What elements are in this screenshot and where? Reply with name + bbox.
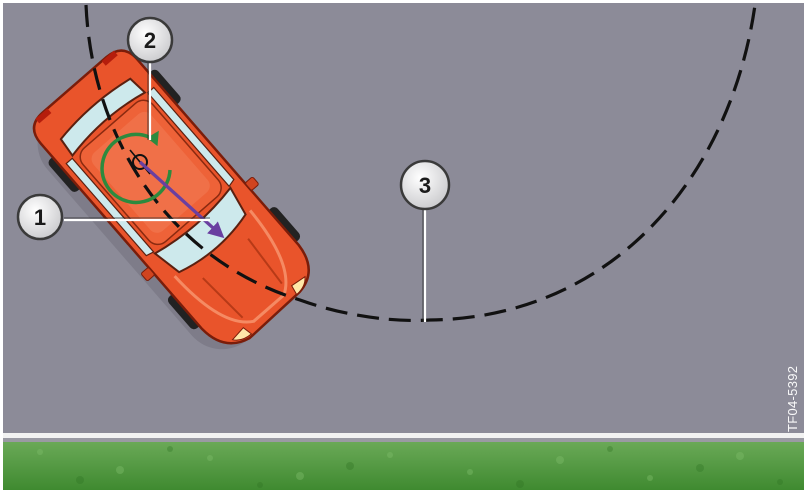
callout-3: 3 xyxy=(401,161,449,209)
callout-1-label: 1 xyxy=(34,205,46,230)
road-edge-line xyxy=(3,433,804,438)
callout-3-label: 3 xyxy=(419,173,431,198)
callout-1: 1 xyxy=(18,195,62,239)
callout-2-label: 2 xyxy=(144,28,156,53)
grass-verge xyxy=(3,442,804,490)
callout-2: 2 xyxy=(128,18,172,62)
figure-code: TF04-5392 xyxy=(784,292,802,432)
